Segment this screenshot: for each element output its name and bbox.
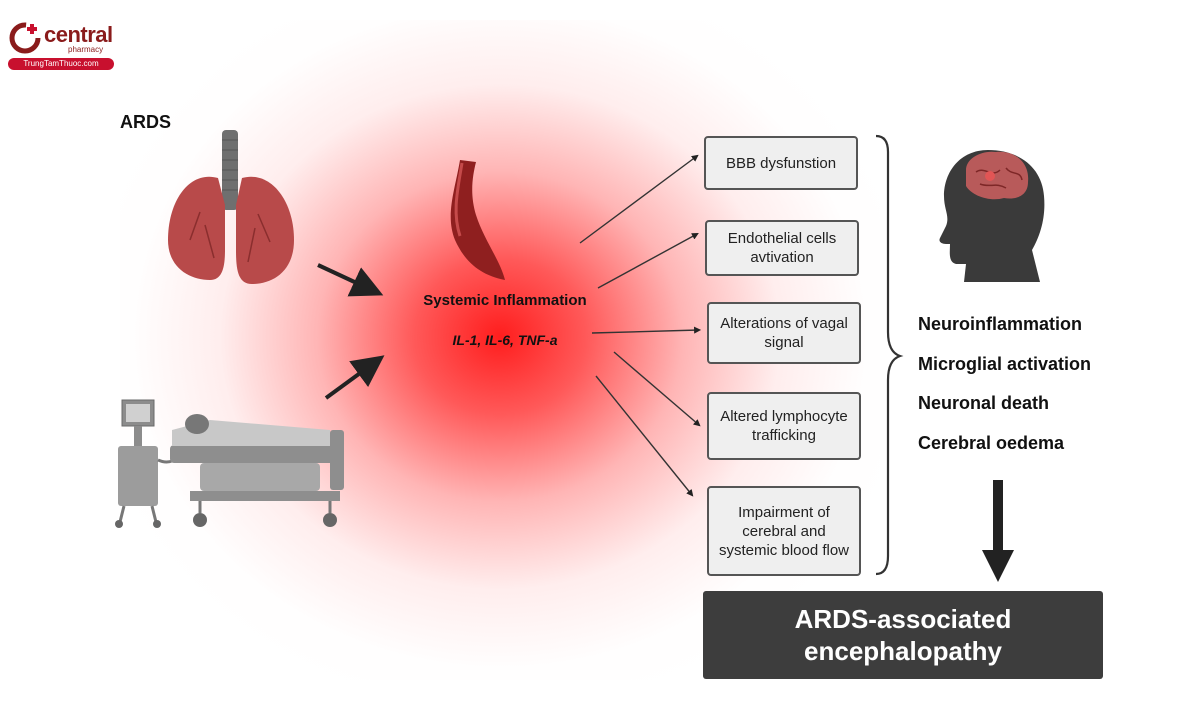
mechanism-label: Impairment of cerebral and systemic bloo… [718, 503, 850, 559]
effect-item: Cerebral oedema [918, 432, 1065, 453]
neuro-effects-list: Neuroinflammation Microglial activation … [918, 305, 1091, 463]
outcome-label: ARDS-associated encephalopathy [794, 604, 1012, 666]
ventilator-bed-icon [115, 399, 344, 528]
arrow-to-endothelial [597, 232, 699, 289]
mechanism-label: Altered lymphocyte trafficking [720, 408, 848, 444]
logo-url: TrungTamThuoc.com [8, 58, 114, 70]
down-arrow-head [982, 550, 1014, 582]
mechanism-label: Alterations of vagal signal [720, 315, 848, 351]
arrow-to-vagal [591, 326, 702, 334]
effect-item: Neuroinflammation [918, 314, 1083, 334]
mechanism-box-lymphocyte: Altered lymphocyte trafficking [707, 392, 861, 460]
grouping-bracket [875, 134, 904, 576]
arrow-to-lymphocyte [613, 351, 701, 427]
head-brain-icon [939, 150, 1045, 282]
lungs-icon [168, 130, 294, 284]
central-pharmacy-logo: central pharmacy TrungTamThuoc.com [8, 18, 118, 72]
logo-subtitle: pharmacy [68, 45, 104, 54]
arrow-ventilation-to-inflammation [324, 355, 385, 400]
mechanism-box-vagal: Alterations of vagal signal [707, 302, 861, 364]
blood-vessel-icon [450, 160, 505, 280]
cytokines-label: IL-1, IL-6, TNF-a [452, 332, 558, 348]
logo-mark-icon [9, 22, 41, 54]
arrow-to-bbb [579, 154, 699, 244]
mechanism-label: Endothelial cells avtivation [727, 230, 837, 266]
logo-wordmark: central [44, 22, 113, 47]
mechanism-box-bbb: BBB dysfunstion [704, 136, 858, 190]
ards-label: ARDS [120, 112, 172, 132]
mechanism-box-blood-flow: Impairment of cerebral and systemic bloo… [707, 486, 861, 576]
mechanism-label: BBB dysfunstion [725, 154, 837, 172]
arrow-to-blood-flow [595, 375, 694, 497]
outcome-box: ARDS-associated encephalopathy [703, 591, 1103, 679]
down-arrow-shaft [993, 480, 1003, 550]
systemic-inflammation-title: Systemic Inflammation [423, 292, 587, 309]
effect-item: Neuronal death [918, 393, 1050, 413]
effect-item: Microglial activation [918, 353, 1092, 374]
arrow-lungs-to-inflammation [317, 263, 384, 297]
mechanism-box-endothelial: Endothelial cells avtivation [705, 220, 859, 276]
